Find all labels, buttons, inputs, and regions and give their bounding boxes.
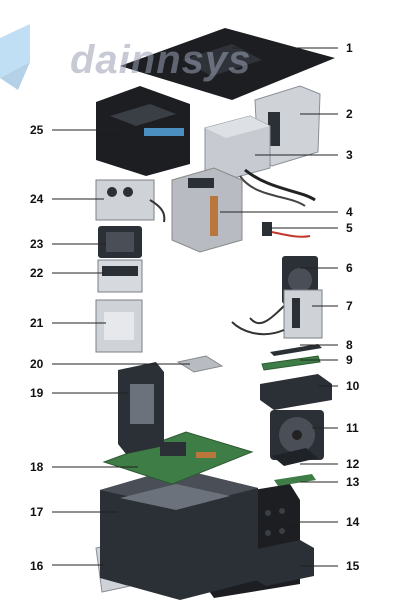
callout-6: 6: [346, 261, 353, 275]
bezel-part: [252, 540, 314, 586]
watermark-logo-icon: [0, 24, 30, 90]
bracket-part: [254, 85, 321, 167]
top-cover-part: [120, 28, 335, 100]
cable-part: [262, 222, 311, 238]
watermark-text: dainnsys: [70, 38, 252, 82]
chassis-part: [100, 468, 258, 600]
callout-17: 17: [30, 505, 44, 519]
internal-frame-part: [118, 362, 164, 454]
callout-4: 4: [346, 205, 353, 219]
callout-1: 1: [346, 41, 353, 55]
front-fan-part: [270, 410, 324, 460]
callout-7: 7: [346, 299, 353, 313]
power-supply-part: [204, 115, 316, 207]
tray-part: [260, 374, 332, 410]
callout-3: 3: [346, 148, 353, 162]
callout-9: 9: [346, 353, 353, 367]
callout-16: 16: [30, 559, 44, 573]
drive-module-part: [95, 299, 143, 353]
drive-cage-part: [231, 289, 323, 339]
callout-18: 18: [30, 460, 44, 474]
cpu-cooler-part: [171, 167, 243, 253]
small-board-part: [272, 448, 318, 466]
callout-22: 22: [30, 266, 44, 280]
callout-12: 12: [346, 457, 360, 471]
callout-20: 20: [30, 357, 44, 371]
pcie-bracket-part: [176, 355, 224, 373]
callout-23: 23: [30, 237, 44, 251]
callout-5: 5: [346, 221, 353, 235]
ssd-caddy-part: [98, 226, 142, 258]
drive-sled-part: [97, 259, 143, 293]
callout-25: 25: [30, 123, 44, 137]
io-module-part: [95, 179, 166, 223]
callout-14: 14: [346, 515, 360, 529]
air-shroud-part: [96, 86, 190, 176]
callout-21: 21: [30, 316, 44, 330]
callout-19: 19: [30, 386, 44, 400]
callout-11: 11: [346, 421, 359, 435]
memory-module-part: [261, 355, 321, 371]
strip-part: [270, 344, 322, 356]
callout-15: 15: [346, 559, 360, 573]
callout-2: 2: [346, 107, 353, 121]
callout-8: 8: [346, 338, 353, 352]
ssd-part: [274, 474, 316, 486]
leader-lines: [52, 47, 338, 567]
callout-24: 24: [30, 192, 44, 206]
callout-13: 13: [346, 475, 360, 489]
callout-10: 10: [346, 379, 360, 393]
